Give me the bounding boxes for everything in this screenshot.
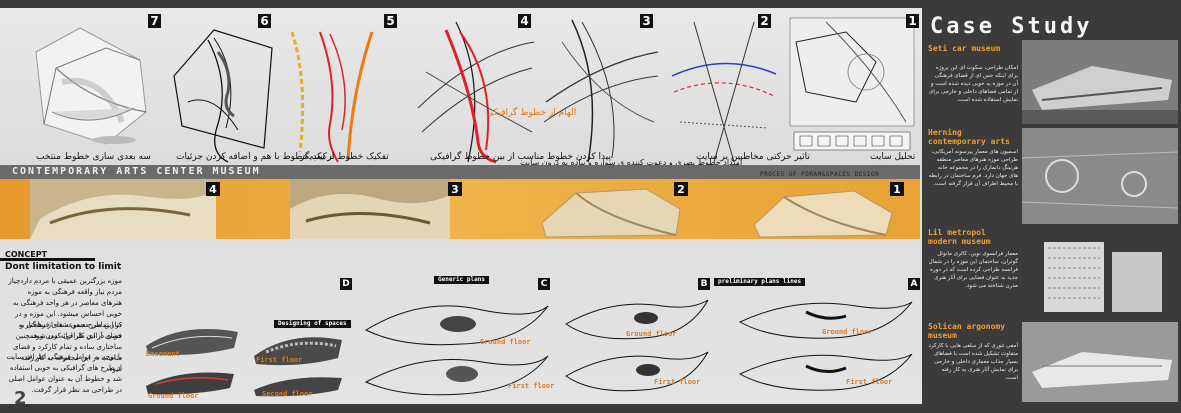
bottom-bar <box>0 404 1181 413</box>
case-2-heading: Herning contemporary arts <box>928 128 1010 146</box>
preliminary-plans-label: preliminary plans lines <box>714 278 806 286</box>
step-5-caption: تفکیک خطوط از یکدیگر <box>300 152 389 162</box>
model-4 <box>30 179 216 239</box>
case-3-text: معمار فرانسوی نوین، کالری مانوئل گوتران،… <box>928 251 1018 289</box>
case-2-photo <box>1022 128 1178 224</box>
step-1-caption: تحلیل سایت <box>870 152 916 162</box>
step-1-number: 1 <box>906 14 919 28</box>
step-4-note: الهام از خطوط گرافیکی <box>486 108 577 118</box>
plan-letter-a: A <box>908 278 920 290</box>
model-3 <box>290 179 450 239</box>
sketch-3-visual-lines <box>543 19 659 163</box>
step-3-caption: امتداد خطوط بصری و دعوت کننده ی سواره و … <box>520 158 743 167</box>
step-4-caption: پیدا کردن خطوط مناسب از بین خطوط گرافیکی <box>430 152 611 162</box>
floor-label-second: Second floor <box>262 390 313 398</box>
render-ground-floor <box>146 372 234 395</box>
sketch-2-movement <box>671 21 777 163</box>
plan-label-4: First floor <box>654 378 701 386</box>
case-4-text: آمفی تئوری که از سلفی هایی با کارکرد متف… <box>928 343 1018 381</box>
preliminary-plan-drawings-b <box>565 299 709 392</box>
render-basement <box>146 329 238 356</box>
process-label: PROCES OF FORAM&SPACES DESIGN <box>760 171 880 178</box>
model-3-number: 3 <box>448 182 462 196</box>
generic-plan-drawings <box>364 305 549 396</box>
concept-heading: Dont limitation to limit <box>5 262 122 272</box>
plan-letter-c: C <box>538 278 550 290</box>
plan-label-3: Ground floor <box>626 330 677 338</box>
generic-plans-label: Generic plans <box>434 276 489 284</box>
step-5-number: 5 <box>384 14 397 28</box>
case-4-heading: Solican argonomy museum <box>928 322 1006 340</box>
plan-label-6: First floor <box>846 378 893 386</box>
step-2-number: 2 <box>758 14 771 28</box>
case-3-photo <box>1022 228 1178 318</box>
band-title: CONTEMPORARY ARTS CENTER MUSEUM <box>12 166 261 177</box>
floor-label-basement: Basement <box>146 350 180 358</box>
case-1-text: امکان طراحی، سکوت ای این پروژه برای اینک… <box>928 65 1018 103</box>
step-3-number: 3 <box>640 14 653 28</box>
step-4-number: 4 <box>518 14 531 28</box>
sketch-1-site-analysis <box>789 17 915 151</box>
case-3-heading: Lil metropol modern museum <box>928 228 991 246</box>
step-7-caption: سه بعدی سازی خطوط منتخب <box>36 152 151 162</box>
concept-paragraph-3: با توجه به عوامل فرهنگی اطراف سایت از طر… <box>6 353 122 394</box>
sketch-7-3d-model <box>35 27 147 145</box>
case-2-text: اسمیون های معمار پیرسونه آمریکایی، طراحی… <box>928 149 1018 187</box>
concept-paragraph-1: موزه بزرگترین عمیقی با مردم داردچیاز مرد… <box>8 277 122 340</box>
concept-divider <box>0 258 95 261</box>
render-second-floor <box>254 377 342 397</box>
model-1 <box>753 190 893 238</box>
case-study-title: Case Study <box>930 14 1093 39</box>
model-1-number: 1 <box>890 182 904 196</box>
step-6-caption: ترکیب خطوط با هم و اضافه کردن جزئیات <box>176 152 335 162</box>
floor-label-ground: Ground floor <box>148 392 199 400</box>
model-2 <box>541 188 681 238</box>
step-6-number: 6 <box>258 14 271 28</box>
case-1-heading: Seti car museum <box>928 44 1001 53</box>
floor-label-first: First floor <box>256 356 303 364</box>
sketch-6-combined-lines <box>173 29 273 163</box>
model-2-number: 2 <box>674 182 688 196</box>
step-7-number: 7 <box>148 14 161 28</box>
concept-label: CONCEPT <box>5 250 48 259</box>
step-2-caption: تاثیر حرکتی مخاطبین بر سایت <box>696 152 810 162</box>
case-1-photo <box>1022 40 1178 124</box>
model-4-number: 4 <box>206 182 220 196</box>
page-number: 2 <box>14 388 27 409</box>
plan-letter-d: D <box>340 278 352 290</box>
concept-paragraph-2: در این طرح سعی شده از ساختار و فضای آزاد… <box>13 321 122 373</box>
sketch-4-selected-lines <box>417 21 535 164</box>
plan-label-5: Ground floor <box>822 328 873 336</box>
top-bar <box>0 0 1181 8</box>
designing-spaces-label: Designing of spaces <box>274 320 351 328</box>
plan-letter-b: B <box>698 278 710 290</box>
preliminary-plan-drawings-a <box>738 301 913 391</box>
render-first-floor <box>254 337 342 366</box>
sketch-5-separated-lines <box>290 31 374 163</box>
plan-label-2: First floor <box>508 382 555 390</box>
band-title-bar: CONTEMPORARY ARTS CENTER MUSEUM <box>0 165 920 179</box>
plan-label-1: Ground floor <box>480 338 531 346</box>
case-4-photo <box>1022 322 1178 402</box>
